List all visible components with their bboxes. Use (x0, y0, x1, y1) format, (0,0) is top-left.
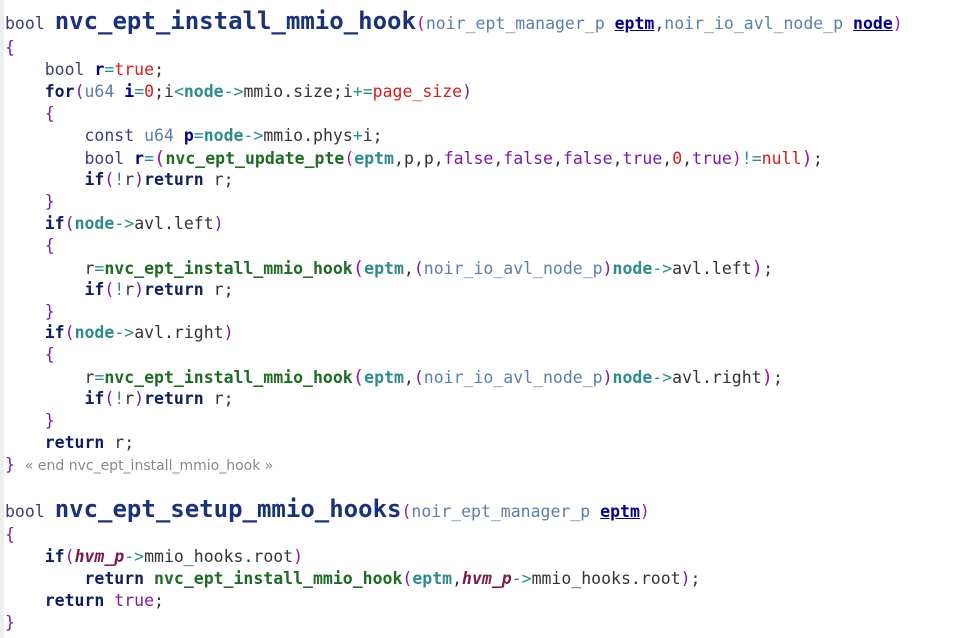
function-call: nvc_ept_install_mmio_hook (154, 569, 403, 588)
code-line-25: if(hvm_p->mmio_hooks.root) (44, 547, 304, 566)
code-line-20: return r; (44, 433, 135, 452)
code-line-11: { (44, 236, 55, 255)
code-line-8: if(!r)return r; (84, 170, 234, 189)
function-call: nvc_ept_install_mmio_hook (104, 259, 353, 278)
function-name: nvc_ept_install_mmio_hook (54, 7, 416, 35)
code-line-13: if(!r)return r; (84, 280, 234, 299)
param-name: eptm (600, 502, 640, 521)
editor-gutter (0, 0, 4, 638)
code-line-17: r=nvc_ept_install_mmio_hook(eptm,(noir_i… (84, 366, 783, 388)
code-line-28: } (5, 613, 15, 632)
code-line-18: if(!r)return r; (84, 389, 234, 408)
code-line-5: { (44, 104, 55, 123)
code-line-6: const u64 p=node->mmio.phys+i; (84, 126, 383, 145)
function-name: nvc_ept_setup_mmio_hooks (54, 495, 402, 523)
code-line-21: } « end nvc_ept_install_mmio_hook » (5, 455, 274, 474)
code-line-23: bool nvc_ept_setup_mmio_hooks(noir_ept_m… (5, 495, 650, 523)
code-line-26: return nvc_ept_install_mmio_hook(eptm,hv… (84, 569, 701, 588)
return-type: bool (5, 14, 45, 33)
folded-region-comment[interactable]: « end nvc_ept_install_mmio_hook » (24, 458, 274, 474)
code-line-7: bool r=(nvc_ept_update_pte(eptm,p,p,fals… (84, 147, 823, 169)
code-line-1: bool nvc_ept_install_mmio_hook(noir_ept_… (5, 7, 903, 35)
param-type: noir_ept_manager_p (425, 14, 605, 33)
code-line-24: { (5, 525, 15, 544)
code-line-27: return true; (44, 591, 164, 610)
param-name: node (853, 14, 893, 33)
param-type: noir_io_avl_node_p (664, 14, 844, 33)
return-type: bool (5, 502, 45, 521)
code-line-9: } (44, 192, 55, 211)
function-call: nvc_ept_install_mmio_hook (104, 368, 353, 387)
code-line-16: { (44, 345, 55, 364)
code-line-10: if(node->avl.left) (44, 214, 224, 233)
code-line-2: { (5, 38, 15, 57)
code-line-12: r=nvc_ept_install_mmio_hook(eptm,(noir_i… (84, 257, 774, 279)
code-line-19: } (44, 411, 55, 430)
code-line-14: } (44, 302, 55, 321)
code-line-15: if(node->avl.right) (44, 323, 234, 342)
param-name: eptm (614, 14, 655, 33)
code-line-4: for(u64 i=0;i<node->mmio.size;i+=page_si… (44, 82, 472, 101)
function-call: nvc_ept_update_pte (165, 149, 345, 168)
param-type: noir_ept_manager_p (411, 502, 591, 521)
code-line-3: bool r=true; (44, 60, 164, 79)
